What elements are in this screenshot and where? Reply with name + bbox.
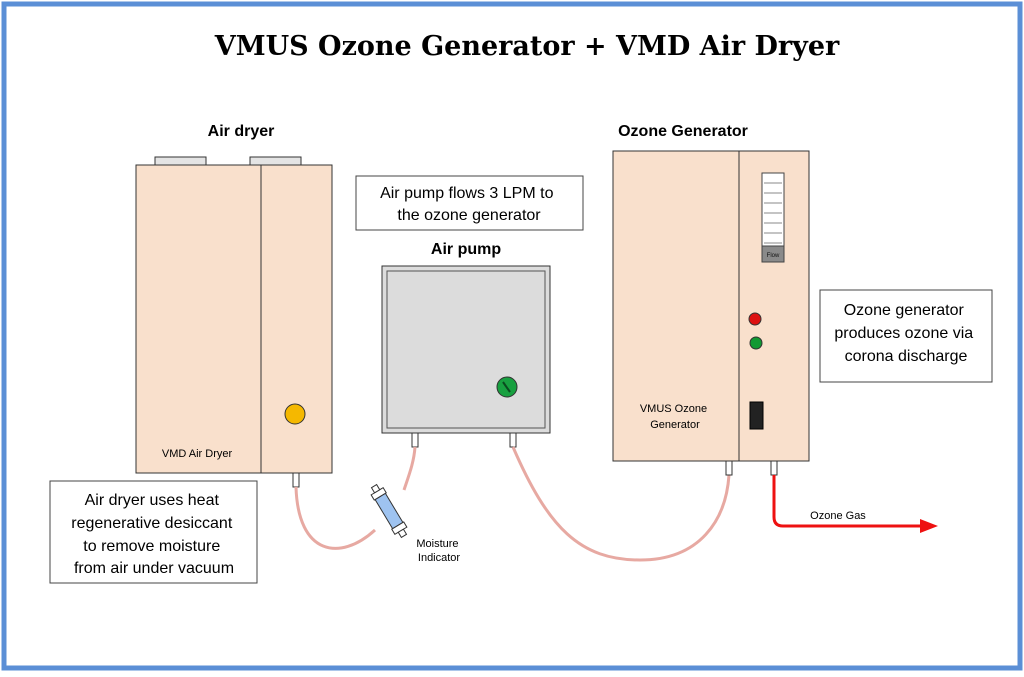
air-dryer-heading: Air dryer [208, 123, 275, 140]
air-dryer-indicator-light [284, 403, 306, 425]
ozone-generator-outlet-port [770, 460, 778, 476]
ozone-generator-inlet-port [725, 460, 733, 476]
ozone-generator-label-line: VMUS Ozone [640, 403, 707, 415]
diagram-title: VMUS Ozone Generator + VMD Air Dryer [214, 31, 840, 62]
air-pump-body-outer [381, 265, 551, 434]
power-switch [749, 401, 764, 430]
air-pump-outlet-port [509, 432, 517, 448]
led-red [748, 312, 762, 326]
moisture-indicator-label-line: Moisture [416, 538, 458, 550]
tube-pump-to-ozone [511, 446, 731, 562]
ozone-generator-label: VMUS Ozone Generator [640, 403, 710, 431]
air-dryer-lid-left [154, 156, 207, 166]
air-dryer-note-line: regenerative desiccant [71, 515, 233, 532]
tube-dryer-to-indicator [294, 486, 377, 550]
led-green [749, 336, 763, 350]
air-dryer-note-line: to remove moisture [83, 538, 220, 555]
air-dryer-label: VMD Air Dryer [162, 448, 233, 460]
ozone-generator-note-line: produces ozone via [834, 325, 973, 342]
air-pump-note: Air pump flows 3 LPM to the ozone genera… [380, 185, 558, 224]
ozone-gas-arrowhead [920, 519, 938, 533]
air-pump-note-box [355, 175, 584, 231]
ozone-generator-note-line: corona discharge [845, 348, 968, 365]
air-dryer-body [135, 164, 333, 474]
air-pump-heading: Air pump [431, 241, 501, 258]
air-dryer-note-line: Air dryer uses heat [85, 492, 220, 509]
moisture-indicator-label: Moisture Indicator [416, 538, 461, 564]
air-dryer-note-line: from air under vacuum [74, 560, 234, 577]
air-pump-knob-marker [502, 381, 511, 393]
ozone-generator-note-line: Ozone generator [844, 302, 965, 319]
moisture-indicator-nipple-right [397, 528, 408, 539]
ozone-generator-note: Ozone generator produces ozone via coron… [834, 302, 977, 365]
moisture-indicator-nipple-left [370, 483, 381, 494]
ozone-generator-note-box [819, 289, 993, 383]
air-pump-body-inner [386, 270, 546, 429]
air-dryer-note: Air dryer uses heat regenerative desicca… [71, 492, 236, 577]
ozone-gas-label: Ozone Gas [810, 510, 866, 522]
air-pump-inlet-port [411, 432, 419, 448]
flow-meter-label-band [761, 245, 785, 263]
air-dryer-outlet-port [292, 472, 300, 488]
flow-meter-scale [764, 182, 782, 244]
ozone-generator-label-line: Generator [650, 419, 700, 431]
tube-indicator-to-pump [402, 446, 417, 491]
air-pump-note-line: Air pump flows 3 LPM to [380, 185, 554, 202]
air-pump-note-line: the ozone generator [397, 207, 541, 224]
moisture-indicator [370, 483, 408, 539]
air-dryer-lid-right [249, 156, 302, 166]
ozone-generator-heading: Ozone Generator [618, 123, 748, 140]
air-dryer-note-box [49, 480, 258, 584]
moisture-indicator-label-line: Indicator [418, 552, 461, 564]
flow-meter-label: Flow [767, 253, 780, 259]
ozone-gas-line [772, 475, 924, 528]
